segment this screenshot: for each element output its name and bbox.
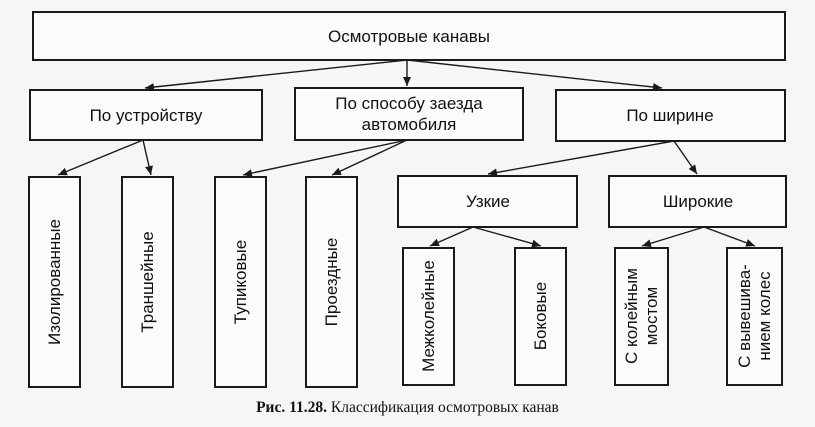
- deadend-label: Тупиковые: [231, 240, 250, 324]
- arrow-root-to-device: [144, 59, 408, 92]
- arrow-wide-to-hanging: [703, 226, 756, 247]
- arrow-narrow-to-side: [472, 226, 542, 248]
- isolated-label: Изолированные: [45, 219, 64, 345]
- leaf-track-bridge: С колейным мостом: [614, 247, 669, 386]
- track-bridge-label-line1: С колейным: [622, 268, 641, 364]
- arrow-width-to-wide: [673, 140, 698, 175]
- by-entry-label-line2: автомобиля: [362, 115, 457, 134]
- connectors: [57, 59, 756, 248]
- track-bridge-label-line2: мостом: [642, 287, 661, 345]
- arrow-device-to-isolated: [57, 139, 144, 176]
- node-by-device: По устройству: [29, 89, 263, 141]
- arrow-narrow-to-between: [429, 226, 474, 247]
- trench-label: Траншейные: [138, 231, 157, 332]
- caption-text: Классификация осмотровых канав: [330, 399, 559, 416]
- leaf-side: Боковые: [514, 247, 567, 386]
- arrow-root-to-width: [406, 59, 663, 91]
- leaf-through: Проездные: [305, 176, 358, 388]
- arrow-entry-to-deadend: [242, 139, 408, 178]
- leaf-deadend: Тупиковые: [214, 176, 267, 388]
- arrow-width-to-narrow: [487, 140, 675, 177]
- leaf-between-track: Межколейные: [402, 247, 455, 386]
- root-node: Осмотровые канавы: [32, 11, 786, 61]
- by-entry-label-line1: По способу заезда: [335, 94, 483, 113]
- caption-label: Рис. 11.28.: [256, 399, 328, 416]
- leaf-isolated: Изолированные: [28, 176, 81, 388]
- hanging-label-line1: С вывешива-: [735, 264, 754, 368]
- node-by-entry: По способу заезда автомобиля: [294, 87, 524, 141]
- by-device-label: По устройству: [90, 106, 203, 125]
- side-label: Боковые: [531, 282, 550, 350]
- node-wide: Широкие: [608, 175, 787, 228]
- arrow-wide-to-bridge: [641, 226, 705, 248]
- wide-label: Широкие: [663, 192, 733, 211]
- by-width-label: По ширине: [626, 106, 713, 125]
- root-label: Осмотровые канавы: [328, 27, 490, 46]
- hanging-label-line2: нием колес: [755, 271, 774, 361]
- node-narrow: Узкие: [397, 175, 578, 228]
- leaf-hanging: С вывешива- нием колес: [726, 247, 783, 386]
- through-label: Проездные: [322, 238, 341, 327]
- between-track-label: Межколейные: [419, 260, 438, 372]
- arrow-entry-to-through: [331, 139, 408, 176]
- narrow-label: Узкие: [466, 192, 510, 211]
- leaf-trench: Траншейные: [121, 176, 174, 388]
- arrow-device-to-trench: [142, 139, 153, 176]
- figure-caption: Рис. 11.28. Классификация осмотровых кан…: [0, 399, 815, 417]
- node-by-width: По ширине: [555, 89, 786, 142]
